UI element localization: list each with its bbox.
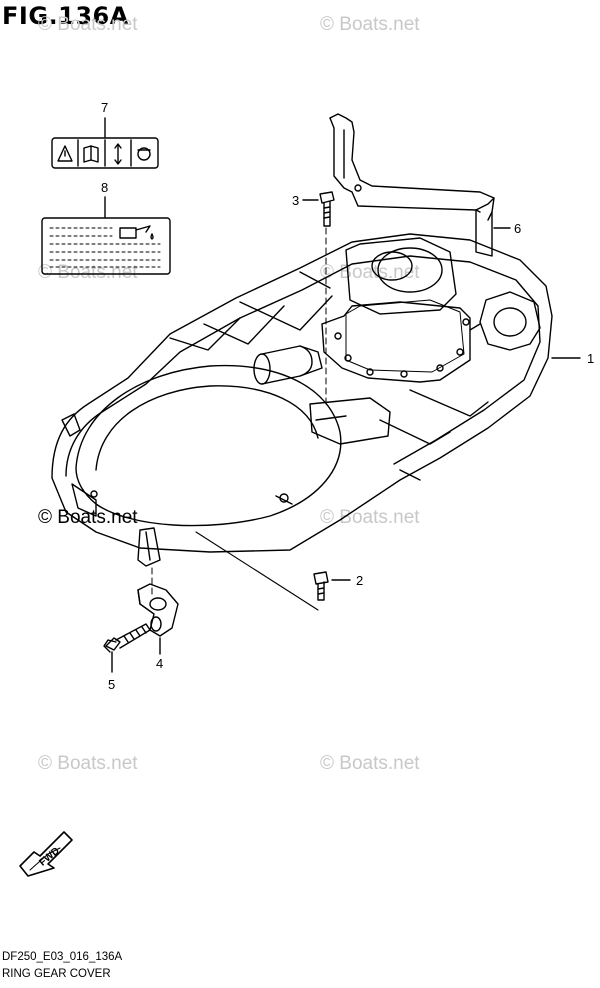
bracket-plate [329,113,495,257]
watermark-strong: © Boats.net [38,507,138,528]
bolt-side [313,571,329,601]
manual-book-icon [83,145,99,163]
warning-triangle-icon [57,145,73,162]
watermark: © Boats.net [38,14,138,35]
fwd-arrow-icon [19,831,73,877]
engine-icon [137,147,151,161]
part-ref-5: 5 [108,677,116,692]
part-ref-3: 3 [292,193,300,208]
part-ref-6: 6 [514,221,522,236]
part-ref-1: 1 [587,351,595,366]
oil-can-icon [119,225,154,240]
oil-label [41,217,171,275]
part-ref-4: 4 [156,656,164,671]
bolt-washer [103,623,151,653]
watermark: © Boats.net [320,753,420,774]
clamp [137,583,179,637]
watermark: © Boats.net [38,753,138,774]
part-ref-7: 7 [101,100,109,115]
warning-label [51,137,159,169]
part-ref-2: 2 [356,573,364,588]
watermark: © Boats.net [320,507,420,528]
ring-gear-cover [51,233,553,567]
figure-name: RING GEAR COVER [2,968,111,980]
watermark: © Boats.net [320,14,420,35]
bolt-top [319,191,335,227]
tilt-arrows-icon [114,143,122,165]
figure-title: FIG.136A [2,2,129,30]
figure-code: DF250_E03_016_136A [2,951,123,963]
part-ref-8: 8 [101,180,109,195]
